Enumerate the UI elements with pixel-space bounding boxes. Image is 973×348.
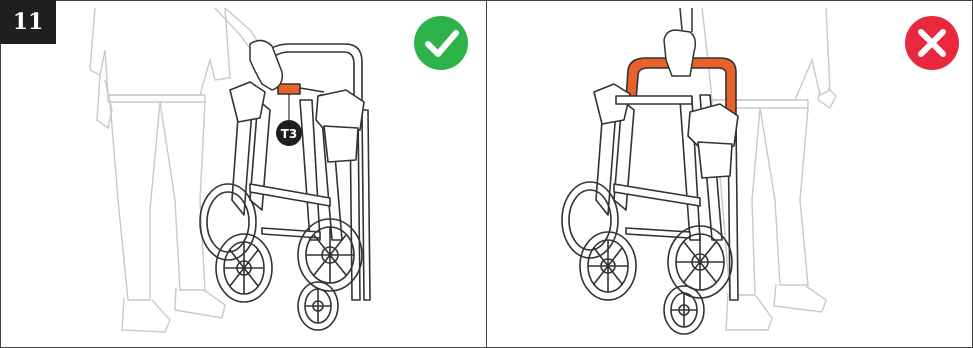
status-incorrect-badge [905, 16, 959, 70]
callout-label: T3 [281, 127, 298, 141]
status-correct-badge [414, 16, 468, 70]
step-number: 11 [13, 9, 44, 35]
hand-right [664, 30, 695, 76]
step-number-badge: 11 [0, 0, 56, 44]
